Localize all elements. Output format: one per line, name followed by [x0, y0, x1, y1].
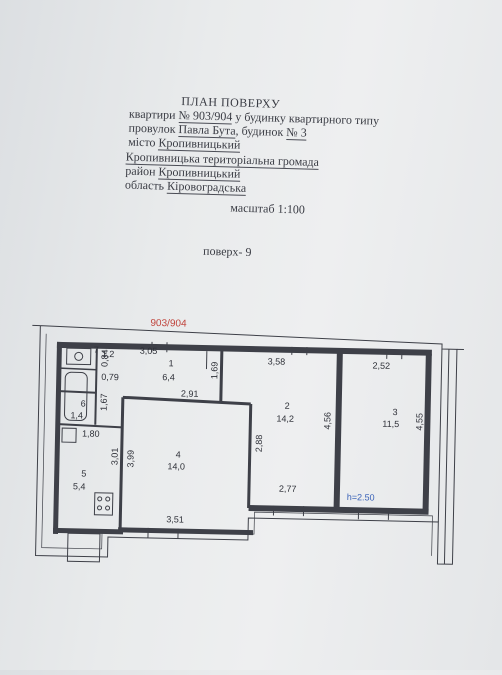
- dim-252: 2,52: [372, 361, 390, 371]
- dim-301: 3,01: [109, 448, 119, 466]
- dim-455: 4,55: [414, 413, 424, 431]
- dim-358: 3,58: [268, 356, 286, 366]
- dim-167: 1,67: [99, 393, 109, 411]
- dim-277: 2,77: [279, 484, 297, 494]
- room-2-number: 2: [285, 401, 290, 411]
- room-4-area: 14,0: [167, 461, 185, 471]
- dim-456: 4,56: [322, 412, 332, 430]
- dim-180: 1,80: [82, 428, 100, 438]
- room-2-area: 14,2: [276, 414, 294, 424]
- room-5-number: 5: [81, 468, 86, 478]
- apartment-number-label: 903/904: [150, 318, 187, 330]
- room-4-number: 4: [176, 449, 181, 459]
- dim-399: 3,99: [125, 450, 135, 468]
- dim-305: 3,05: [140, 346, 158, 356]
- dim-288: 2,88: [254, 435, 264, 453]
- dim-079: 0,79: [101, 372, 119, 382]
- dim-291: 2,91: [181, 389, 199, 399]
- room-3-number: 3: [393, 407, 398, 417]
- room-7-number: 7: [94, 345, 99, 355]
- dim-351: 3,51: [166, 514, 184, 524]
- room-6-number: 6: [81, 398, 86, 408]
- dim-084: 0,84: [99, 349, 109, 367]
- room-1-number: 1: [168, 358, 173, 368]
- room-6-area: 1,4: [70, 410, 83, 420]
- room-5-area: 5,4: [73, 481, 86, 491]
- room-1-area: 6,4: [162, 372, 175, 382]
- ceiling-height-label: h=2.50: [347, 492, 375, 503]
- dim-169: 1,69: [209, 362, 219, 380]
- room-3-area: 11,5: [382, 419, 399, 429]
